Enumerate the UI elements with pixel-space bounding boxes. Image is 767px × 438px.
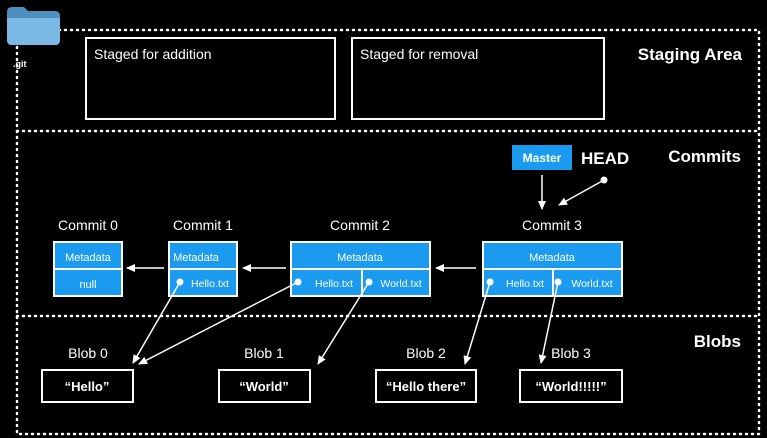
blob-1-box[interactable]: [218, 369, 311, 403]
blob-0-label: Blob 0: [68, 345, 108, 361]
folder-icon[interactable]: [7, 7, 60, 45]
staged-for-addition-label: Staged for addition: [94, 46, 212, 62]
blob-3-label: Blob 3: [551, 345, 591, 361]
commit-3-hello-file: Hello.txt: [506, 278, 544, 290]
commit2-hello-to-blob0-arrow: [138, 281, 299, 365]
repository-border: [15, 28, 761, 436]
staged-for-removal-box: [351, 37, 605, 120]
blob-2-label: Blob 2: [406, 345, 446, 361]
commit3-world-to-blob3-arrow: [538, 281, 559, 364]
blob-2-content: “Hello there”: [386, 379, 466, 394]
commit-2-label: Commit 2: [330, 217, 390, 233]
blob-1-content: “World”: [239, 379, 289, 394]
blobs-title: Blobs: [694, 332, 741, 351]
blob-3-box[interactable]: [519, 369, 623, 403]
commit-3-world-file: World.txt: [571, 278, 612, 290]
head-label: HEAD: [581, 149, 629, 168]
commit3-hello-to-blob2-arrow: [463, 281, 491, 365]
blob-3-content: “World!!!!!”: [535, 379, 606, 394]
commit-3-label: Commit 3: [522, 217, 582, 233]
commit-0-null: null: [79, 279, 96, 291]
head-to-master-arrow: [558, 179, 605, 206]
blob-2-box[interactable]: [375, 369, 477, 403]
staged-for-addition-box: [85, 37, 336, 120]
commit-1-label: Commit 1: [173, 217, 233, 233]
commit-1-hello-file: Hello.txt: [191, 278, 229, 290]
commit-2-metadata: Metadata: [337, 252, 384, 264]
commit-3-metadata: Metadata: [529, 252, 576, 264]
commit-1-metadata: Metadata: [173, 252, 220, 264]
commit-0-label: Commit 0: [58, 217, 118, 233]
commit-2-world-file: World.txt: [380, 278, 421, 290]
master-branch-label: Master: [523, 151, 562, 165]
blob-0-box[interactable]: [41, 369, 134, 403]
staged-for-removal-label: Staged for removal: [360, 46, 478, 62]
commit1-hello-to-blob0-arrow: [132, 281, 181, 364]
commits-title: Commits: [668, 147, 741, 166]
blob-1-label: Blob 1: [244, 345, 284, 361]
blob-0-content: “Hello”: [65, 379, 110, 394]
commit-2-hello-file: Hello.txt: [315, 278, 353, 290]
staging-area-title: Staging Area: [638, 45, 743, 64]
git-folder-label: .git: [13, 59, 27, 69]
commit-0-metadata: Metadata: [65, 252, 112, 264]
master-branch-box: [512, 145, 572, 170]
commit2-world-to-blob1-arrow: [317, 281, 370, 365]
